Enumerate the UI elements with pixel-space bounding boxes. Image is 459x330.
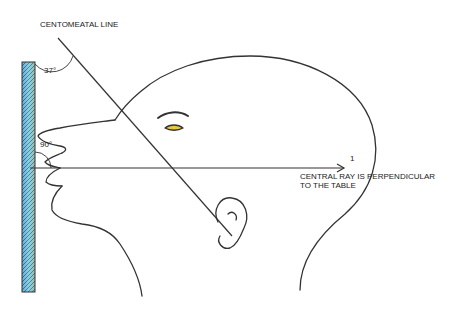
ray-arrowhead (337, 164, 344, 172)
line-label: CENTOMEATAL LINE (40, 20, 118, 29)
central-ray (30, 167, 344, 168)
ray-label: CENTRAL RAY IS PERPENDICULAR TO THE TABL… (300, 172, 445, 190)
centomeatal-line (58, 38, 232, 236)
angle-label: 90° (40, 140, 52, 149)
table (22, 62, 35, 292)
angle-label: 37° (44, 66, 56, 75)
callout-number: 1 (350, 154, 354, 163)
angle-arc (35, 152, 51, 168)
